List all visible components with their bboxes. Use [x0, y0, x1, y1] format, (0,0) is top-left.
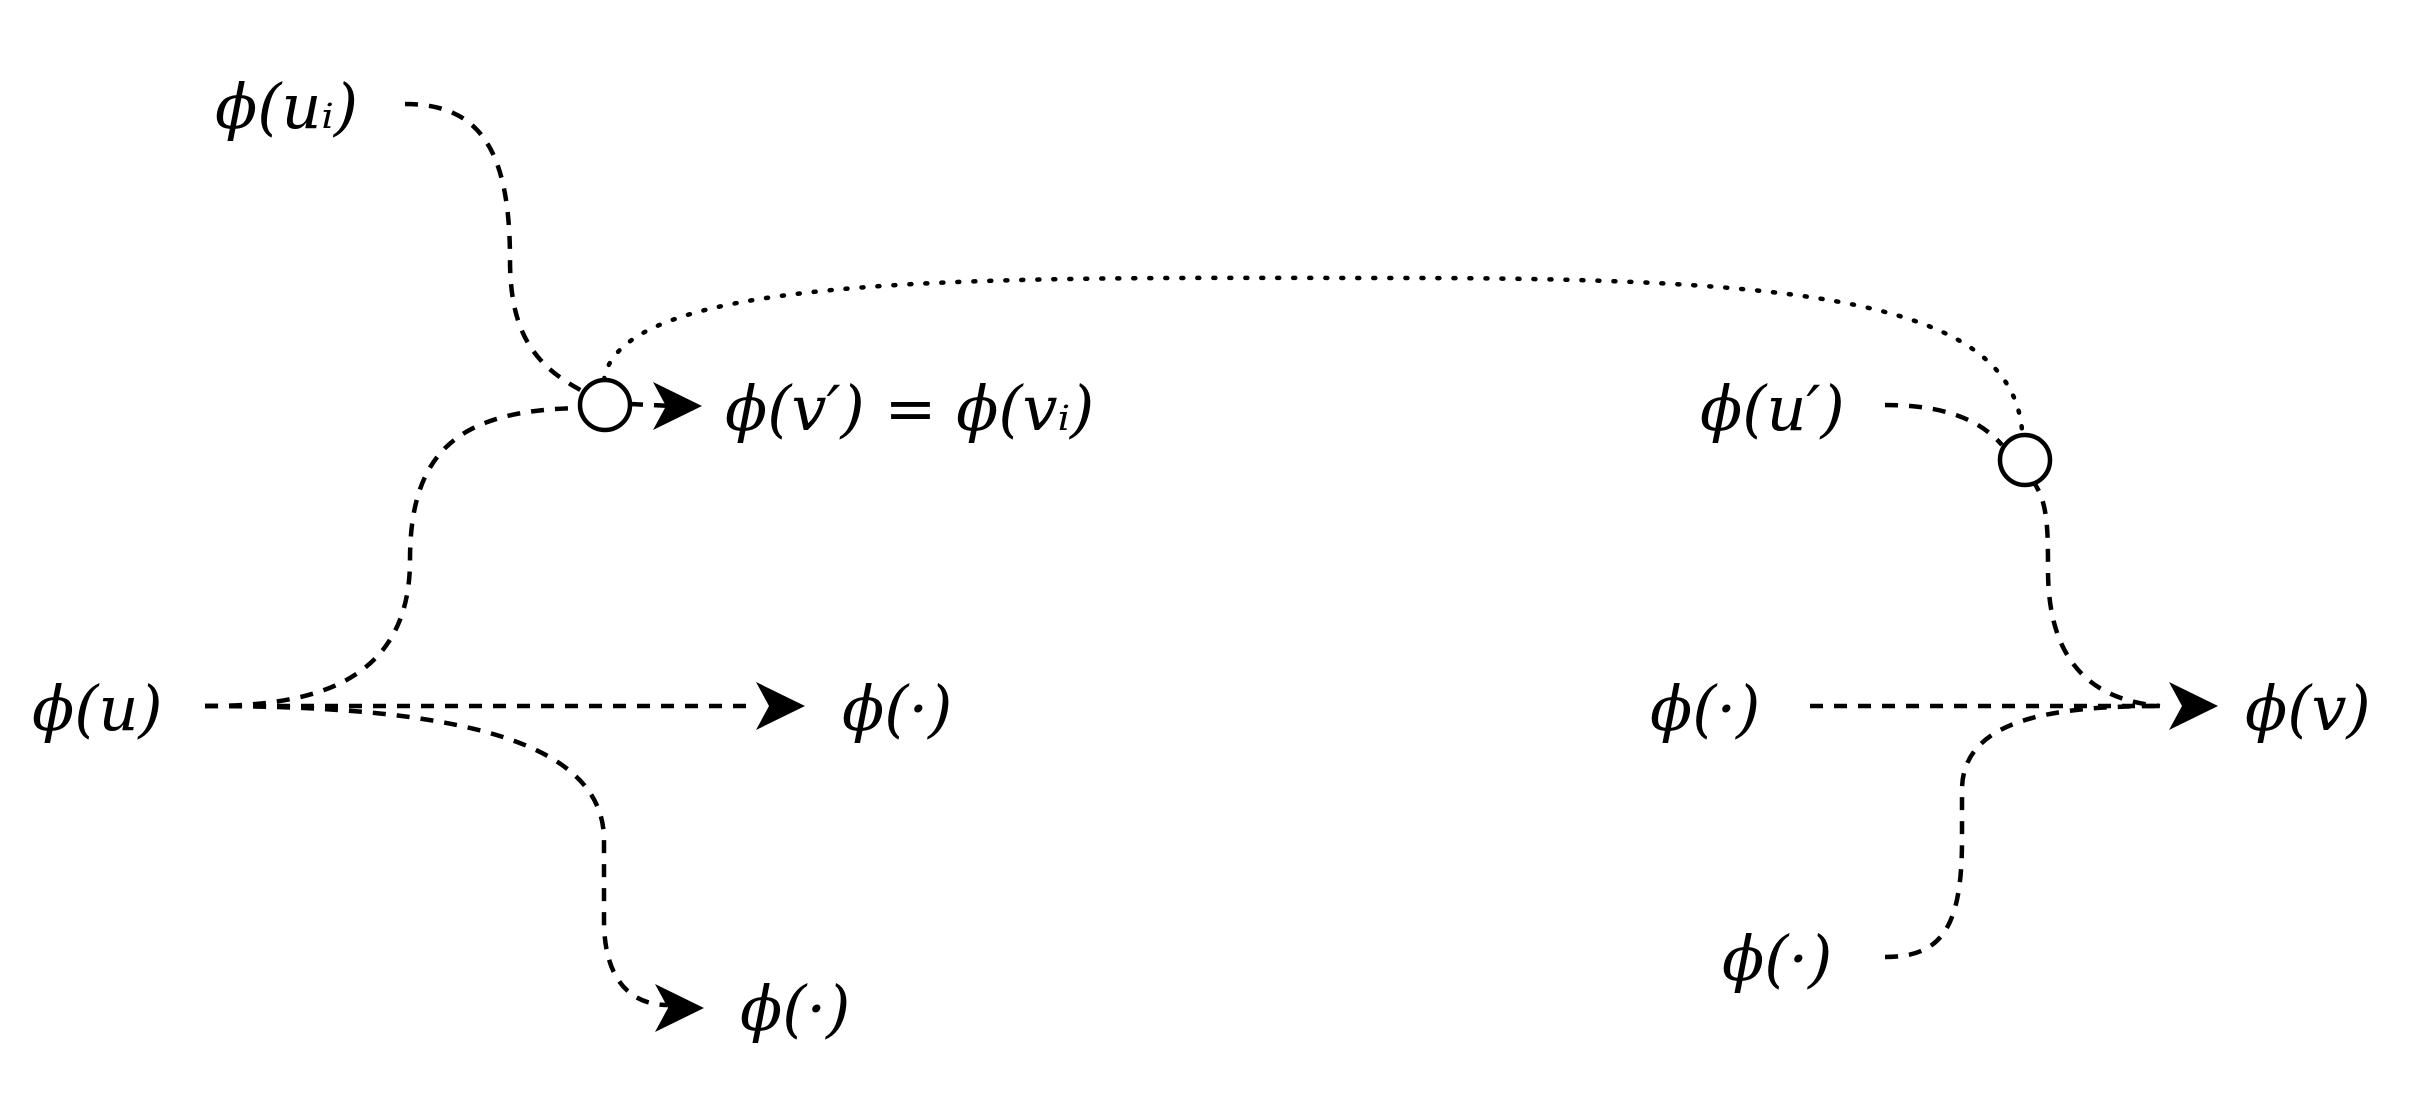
edge-dotted-junction-left-to-junction-right: [601, 275, 2025, 433]
junction-circle-right: [1997, 432, 2053, 488]
junction-circle-left: [577, 377, 633, 433]
edge-phi-u-to-phi-dot-bottom-left: [204, 703, 668, 1008]
node-phi-u-prime: ϕ(u′): [1700, 372, 1845, 445]
node-phi-u: ϕ(u): [32, 672, 163, 745]
arrowhead-phi-v: [2169, 682, 2218, 730]
edge-phi-dot-bottom-right-to-phi-v: [1884, 703, 2161, 960]
arrowhead-phi-dot-bottom-left: [655, 984, 704, 1032]
node-phi-v-prime-eq-phi-vi: ϕ(v′) = ϕ(vᵢ): [725, 372, 1094, 445]
edge-phi-ui-to-junction-left: [404, 101, 592, 398]
node-phi-dot-bottom-left: ϕ(·): [740, 972, 850, 1045]
node-phi-dot-right: ϕ(·): [1650, 672, 1760, 745]
arrowhead-phi-v-prime: [653, 382, 702, 430]
edge-junction-right-to-phi-v: [2030, 478, 2161, 709]
edge-phi-u-prime-to-junction-right: [1884, 402, 2004, 447]
edge-junction-left-to-phi-v-prime: [629, 401, 673, 409]
node-phi-v: ϕ(v): [2245, 672, 2371, 745]
node-phi-dot-mid: ϕ(·): [842, 672, 952, 745]
node-phi-ui: ϕ(uᵢ): [215, 70, 358, 143]
node-phi-dot-bottom-right: ϕ(·): [1722, 922, 1832, 995]
arrowhead-phi-dot-mid: [756, 682, 805, 730]
edge-phi-u-to-junction-left: [204, 405, 581, 709]
